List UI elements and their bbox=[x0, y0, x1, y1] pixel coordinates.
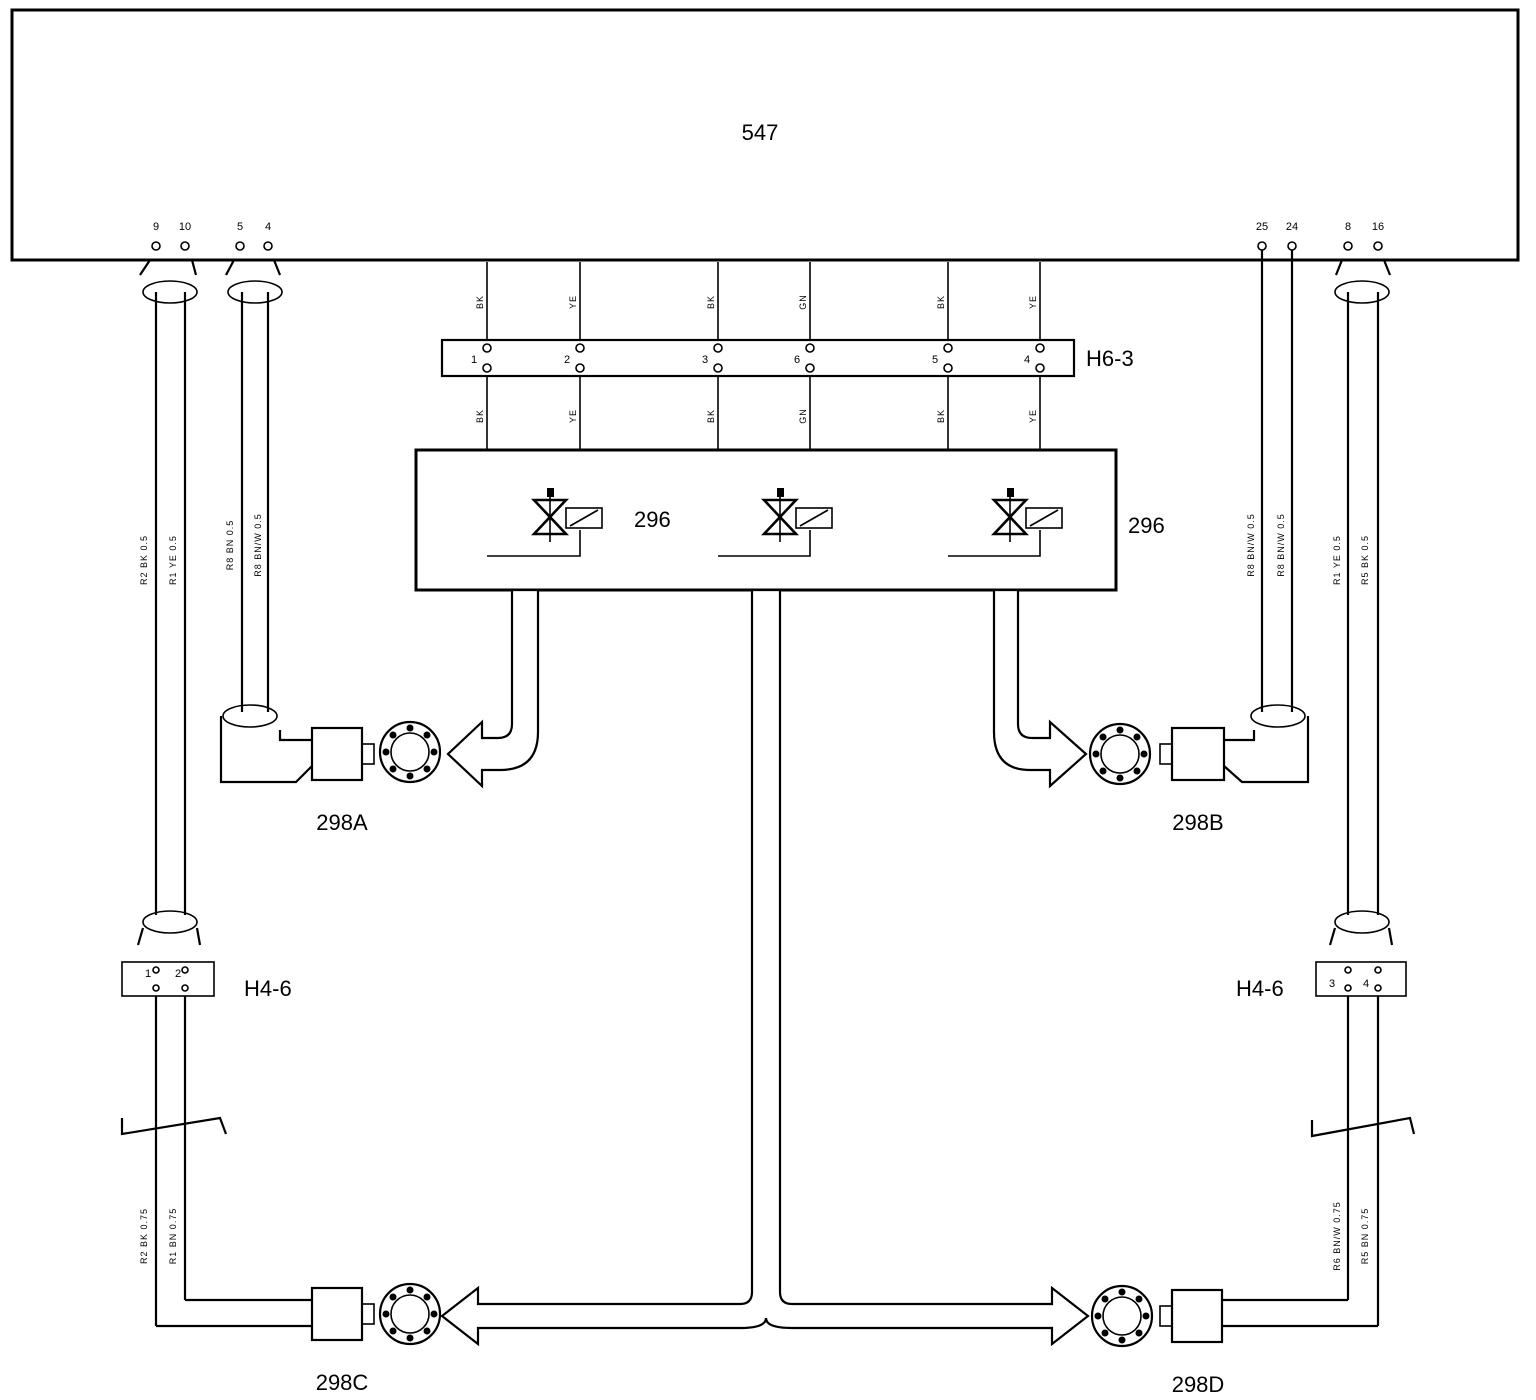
ecu-pin: 5 bbox=[237, 221, 243, 233]
hydraulic-line-b bbox=[992, 588, 1088, 789]
wire-tag: R1 YE 0.5 bbox=[168, 535, 178, 585]
ecu-pin: 25 bbox=[1256, 221, 1268, 233]
h63-pin: 4 bbox=[1024, 354, 1030, 366]
h46-left-pin: 1 bbox=[145, 968, 151, 980]
connector-h63 bbox=[440, 338, 1076, 378]
h46-right-pin: 4 bbox=[1363, 978, 1369, 990]
ecu-pin: 4 bbox=[265, 221, 271, 233]
right-outer-harness: 3 4 bbox=[1222, 259, 1416, 1328]
sensor-298c-label: 298C bbox=[316, 1370, 369, 1395]
ecu-pin: 10 bbox=[179, 221, 191, 233]
sensor-298a bbox=[310, 720, 442, 784]
wire-color-tag: GN bbox=[798, 408, 808, 424]
wire-tag: R8 BN/W 0.5 bbox=[1276, 513, 1286, 577]
ecu-pin: 24 bbox=[1286, 221, 1298, 233]
wire-tag: R6 BN/W 0.75 bbox=[1332, 1201, 1342, 1271]
wire-color-tag: BK bbox=[706, 295, 716, 309]
wire-tag: R8 BN 0.5 bbox=[225, 520, 235, 571]
wire-tag: R8 BN/W 0.5 bbox=[253, 513, 263, 577]
hydraulic-line-cd bbox=[440, 588, 1090, 1347]
h46-left-label: H4-6 bbox=[244, 976, 292, 1001]
wire-color-tag: BK bbox=[475, 409, 485, 423]
valve-circuits bbox=[487, 492, 1063, 557]
wire-tag: R1 BN 0.75 bbox=[168, 1208, 178, 1265]
valve-block bbox=[414, 448, 1118, 592]
wire-color-tag: BK bbox=[936, 409, 946, 423]
valve-block-outer-label: 296 bbox=[1128, 513, 1165, 538]
ecu-pin-terminals bbox=[151, 241, 1383, 251]
wire-color-tag: GN bbox=[798, 294, 808, 310]
wire-tag: R5 BK 0.5 bbox=[1360, 535, 1370, 585]
sensor-298d-label: 298D bbox=[1172, 1372, 1225, 1397]
valve-block-inner-label: 296 bbox=[634, 507, 671, 532]
sensor-298b-label: 298B bbox=[1172, 810, 1223, 835]
sensor-298d bbox=[1090, 1284, 1224, 1348]
wire-color-tag: BK bbox=[706, 409, 716, 423]
left-inner-harness bbox=[219, 259, 313, 784]
h46-right-pin: 3 bbox=[1329, 978, 1335, 990]
h63-pin: 5 bbox=[932, 354, 938, 366]
h63-label: H6-3 bbox=[1086, 346, 1134, 371]
wire-color-tag: YE bbox=[1028, 409, 1038, 423]
ecu-pin: 16 bbox=[1372, 221, 1384, 233]
wire-tag: R5 BN 0.75 bbox=[1360, 1208, 1370, 1265]
h63-terminals bbox=[482, 343, 1045, 373]
wire-color-tag: YE bbox=[1028, 295, 1038, 309]
wire-tag: R8 BN/W 0.5 bbox=[1246, 513, 1256, 577]
h63-pin: 6 bbox=[794, 354, 800, 366]
ecu-pin: 9 bbox=[153, 221, 159, 233]
ecu-pin: 8 bbox=[1345, 221, 1351, 233]
wire-tag: R2 BK 0.5 bbox=[139, 535, 149, 585]
sensor-298a-label: 298A bbox=[316, 810, 368, 835]
h46-right-label: H4-6 bbox=[1236, 976, 1284, 1001]
ecu-label: 547 bbox=[742, 120, 779, 145]
wire-color-tag: YE bbox=[568, 409, 578, 423]
wire-color-tag: BK bbox=[475, 295, 485, 309]
right-inner-harness bbox=[1223, 250, 1310, 784]
h63-pin: 1 bbox=[471, 354, 477, 366]
h46-left-pin: 2 bbox=[175, 968, 181, 980]
wire-tag: R1 YE 0.5 bbox=[1332, 535, 1342, 585]
left-outer-harness: 1 2 bbox=[120, 259, 312, 1328]
sensor-298c bbox=[310, 1282, 442, 1346]
wire-color-tag: BK bbox=[936, 295, 946, 309]
h63-pin: 2 bbox=[564, 354, 570, 366]
wire-color-tag: YE bbox=[568, 295, 578, 309]
sensor-298b bbox=[1088, 722, 1226, 786]
valve-markers bbox=[547, 488, 1014, 497]
hydraulic-line-a bbox=[446, 588, 540, 789]
h63-pin: 3 bbox=[702, 354, 708, 366]
ecu-box bbox=[10, 8, 1520, 262]
wire-tag: R2 BK 0.75 bbox=[139, 1208, 149, 1264]
